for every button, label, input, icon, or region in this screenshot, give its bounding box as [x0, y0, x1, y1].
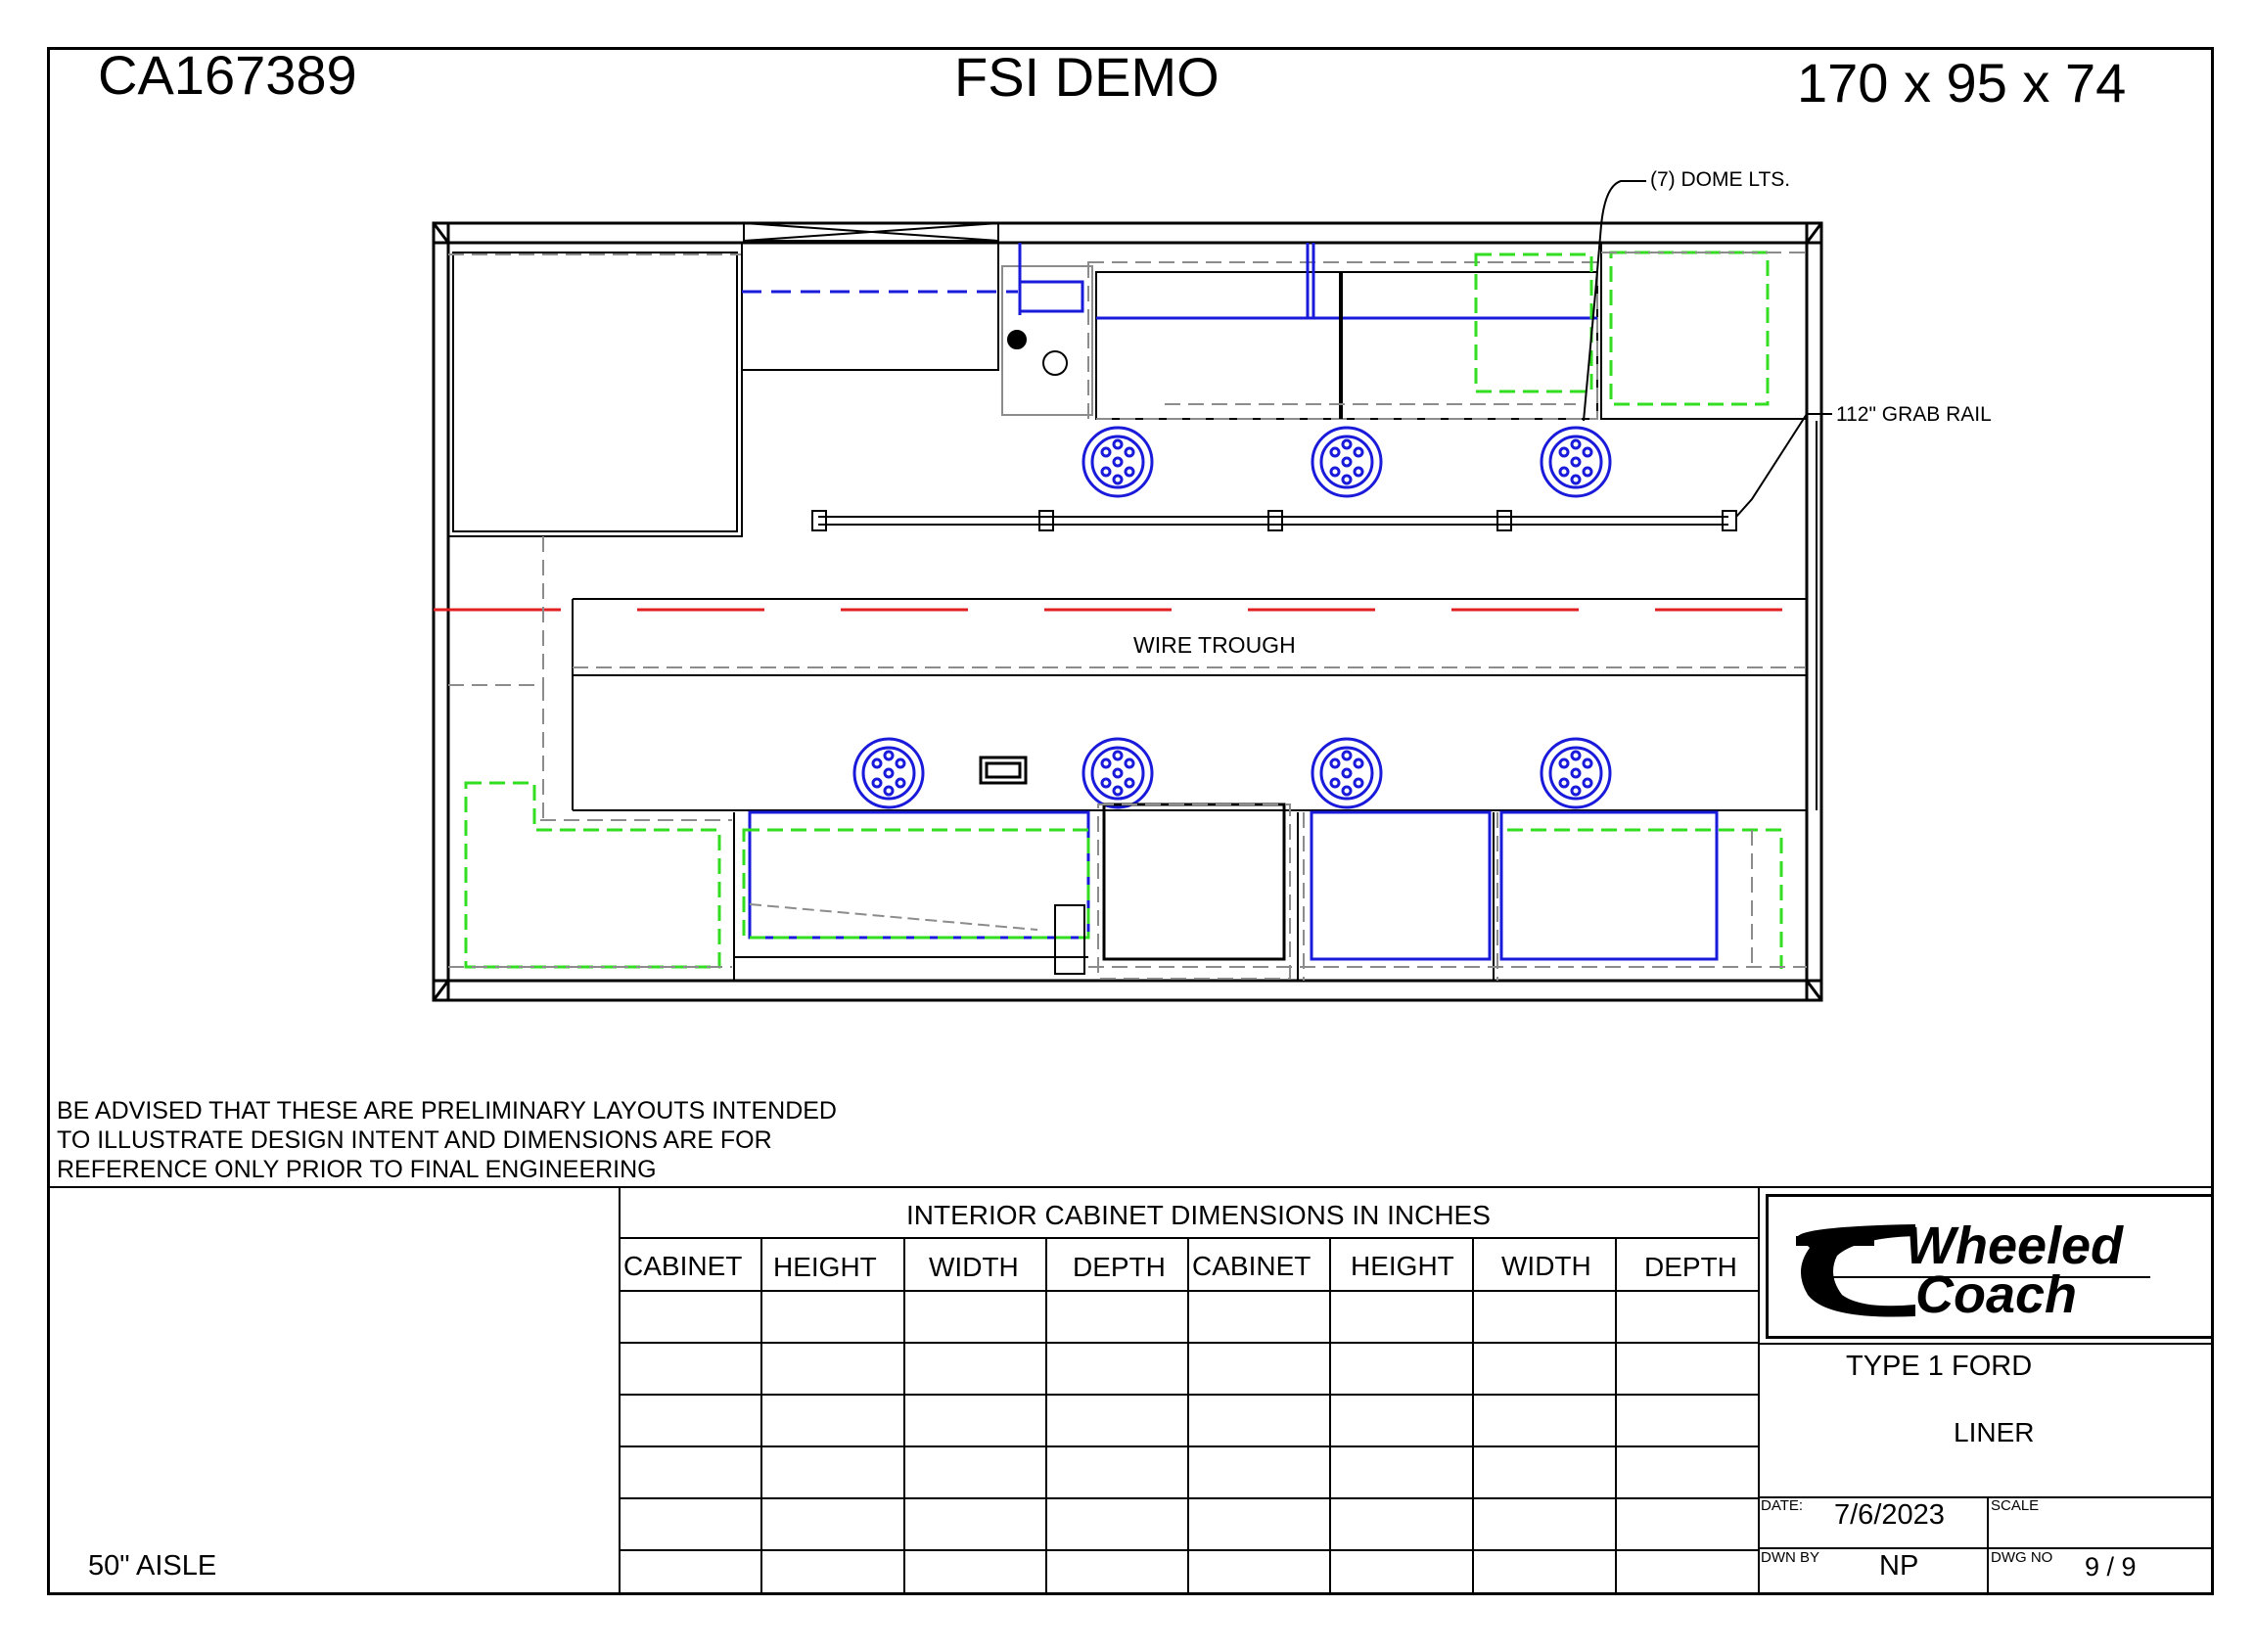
drawn-by-value: NP	[1879, 1550, 1919, 1582]
sink-unit	[1001, 243, 1093, 416]
table-header-depth: DEPTH	[1073, 1252, 1166, 1282]
drawing-frame	[47, 47, 2214, 1595]
table-column-rule	[1187, 1237, 1189, 1595]
dwg-no-label: DWG NO	[1991, 1549, 2053, 1566]
vehicle-sub: LINER	[1954, 1417, 2035, 1447]
disclaimer-line-1: BE ADVISED THAT THESE ARE PRELIMINARY LA…	[57, 1097, 837, 1124]
cabinet-top-right	[1087, 243, 1598, 420]
cabinet-top-middle	[741, 242, 1018, 371]
cabinets-bottom-row	[733, 421, 1818, 981]
table-header-cabinet: CABINET	[1192, 1251, 1312, 1281]
svg-text:Wheeled: Wheeled	[1906, 1216, 2124, 1275]
aisle-walls	[448, 535, 1807, 820]
logo-wheeled: Wheeled	[1906, 1216, 2124, 1275]
wire-trough-label: WIRE TROUGH	[1133, 632, 1296, 658]
title-block-rule	[1758, 1496, 2214, 1498]
aisle-label: 50" AISLE	[88, 1550, 217, 1582]
table-column-rule	[1615, 1237, 1617, 1595]
dome-light-3	[1540, 426, 1612, 498]
dome-light-7	[1540, 737, 1612, 809]
dome-light-6	[1311, 737, 1383, 809]
title-block-divider	[1758, 1186, 1760, 1595]
dome-light-1	[1081, 426, 1154, 498]
dome-light-4	[852, 737, 925, 809]
cabinet-bottom-left	[448, 781, 732, 969]
title-block-rule	[1758, 1343, 2214, 1345]
vehicle-dimensions: 170 x 95 x 74	[1797, 52, 2127, 114]
dwg-no-value: 9 / 9	[2085, 1552, 2137, 1582]
dome-lights	[852, 426, 1612, 809]
cabinet-far-top-right	[1600, 242, 1808, 420]
dome-light-2	[1311, 426, 1383, 498]
table-header-width: WIDTH	[929, 1252, 1019, 1282]
job-number: CA167389	[98, 44, 357, 106]
exit-sign	[979, 756, 1028, 785]
grab-rail-callout: 112" GRAB RAIL	[1836, 403, 1992, 426]
grab-rail	[811, 510, 1737, 531]
date-label: DATE:	[1761, 1497, 1804, 1514]
table-header-height: HEIGHT	[773, 1252, 877, 1282]
drawn-by-label: DWN BY	[1761, 1549, 1819, 1566]
wheeled-coach-logo: Wheeled Coach	[1796, 1216, 2150, 1324]
drawing-title: FSI DEMO	[954, 46, 1220, 108]
date-value: 7/6/2023	[1834, 1499, 1945, 1531]
logo-box: Wheeled Coach	[1766, 1194, 2214, 1339]
scale-label: SCALE	[1991, 1497, 2040, 1514]
cabinet-top-left	[447, 242, 743, 537]
table-column-rule	[760, 1237, 762, 1595]
top-vent	[743, 222, 999, 242]
vehicle-type: TYPE 1 FORD	[1846, 1351, 2033, 1382]
disclaimer-line-2: TO ILLUSTRATE DESIGN INTENT AND DIMENSIO…	[57, 1126, 772, 1154]
table-header-height: HEIGHT	[1351, 1251, 1454, 1281]
callout-leaders	[1583, 180, 1832, 518]
dome-lights-callout: (7) DOME LTS.	[1650, 168, 1791, 191]
left-box-divider	[619, 1186, 621, 1595]
title-block-rule	[1987, 1496, 1989, 1595]
table-column-rule	[903, 1237, 905, 1595]
table-column-rule	[1472, 1237, 1474, 1595]
cabinet-table-title: INTERIOR CABINET DIMENSIONS IN INCHES	[906, 1200, 1491, 1230]
disclaimer-line-3: REFERENCE ONLY PRIOR TO FINAL ENGINEERIN…	[57, 1156, 657, 1183]
table-header-width: WIDTH	[1501, 1251, 1591, 1281]
wire-trough	[434, 598, 1821, 676]
table-column-rule	[1329, 1237, 1331, 1595]
title-band-top-rule	[47, 1186, 2214, 1188]
table-header-depth: DEPTH	[1644, 1252, 1737, 1282]
body-outline	[432, 221, 1823, 1002]
table-header-cabinet: CABINET	[623, 1251, 743, 1281]
table-column-rule	[1045, 1237, 1047, 1595]
svg-text:Coach: Coach	[1915, 1265, 2077, 1324]
title-block-rule	[1758, 1547, 2214, 1549]
dome-light-5	[1081, 737, 1154, 809]
logo-coach: Coach	[1915, 1265, 2077, 1324]
